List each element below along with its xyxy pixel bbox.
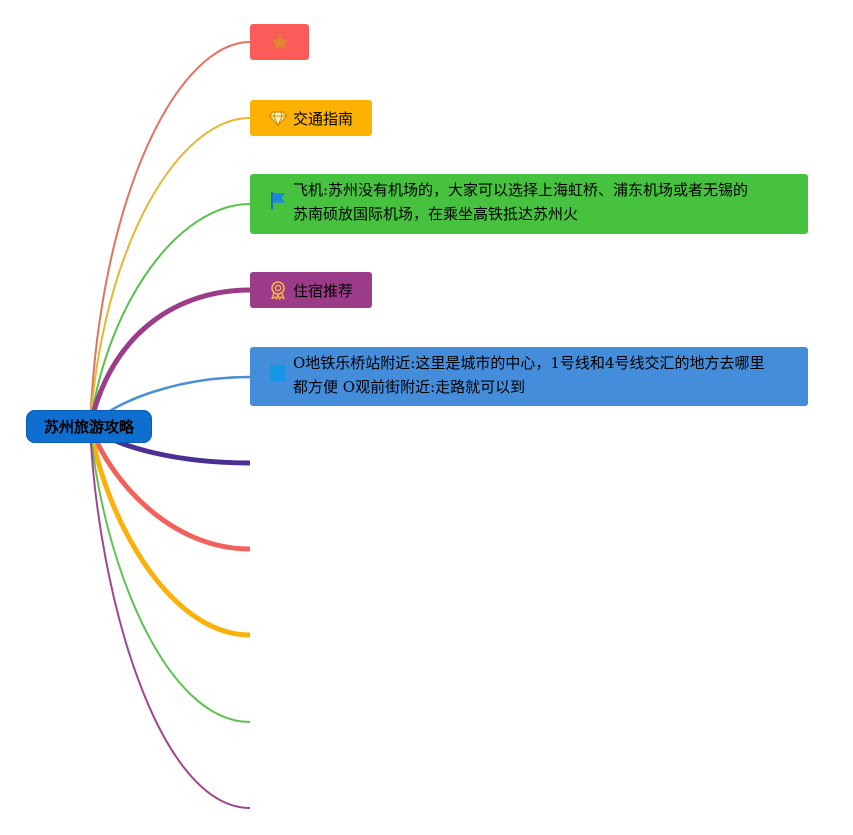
- accommodation-label: 住宿推荐: [293, 281, 354, 300]
- star-node[interactable]: [250, 24, 309, 60]
- accommodation-node[interactable]: 住宿推荐: [250, 272, 372, 308]
- diamond-icon: [268, 111, 288, 127]
- flight-info-node[interactable]: 飞机:苏州没有机场的，大家可以选择上海虹桥、浦东机场或者无锡的 苏南硕放国际机场…: [250, 174, 808, 234]
- branch-line-star: [89, 41, 251, 427]
- branch-line-empty-2: [87, 425, 251, 552]
- branch-line-empty-3: [87, 425, 251, 638]
- root-node[interactable]: 苏州旅游攻略: [26, 410, 152, 443]
- branch-line-flight: [89, 203, 251, 427]
- branch-line-traffic: [89, 117, 251, 427]
- traffic-guide-node[interactable]: 交通指南: [250, 100, 372, 136]
- flag-icon: [271, 192, 285, 209]
- flight-info-line-2: 苏南硕放国际机场，在乘坐高铁抵达苏州火: [293, 205, 579, 223]
- square-icon: [270, 365, 286, 381]
- metro-area-line-1: O地铁乐桥站附近:这里是城市的中心，1号线和4号线交汇的地方去哪里: [293, 354, 765, 372]
- medal-icon: [271, 281, 285, 300]
- traffic-guide-label: 交通指南: [293, 109, 354, 128]
- branch-line-empty-5: [89, 425, 251, 809]
- branch-line-empty-4: [89, 425, 251, 723]
- branch-line-stay: [87, 287, 251, 427]
- metro-area-line-2: 都方便 O观前街附近:走路就可以到: [293, 378, 526, 396]
- metro-area-node[interactable]: O地铁乐桥站附近:这里是城市的中心，1号线和4号线交汇的地方去哪里 都方便 O观…: [250, 347, 808, 406]
- star-icon: [270, 33, 289, 50]
- flight-info-line-1: 飞机:苏州没有机场的，大家可以选择上海虹桥、浦东机场或者无锡的: [293, 181, 749, 199]
- root-label: 苏州旅游攻略: [43, 418, 134, 436]
